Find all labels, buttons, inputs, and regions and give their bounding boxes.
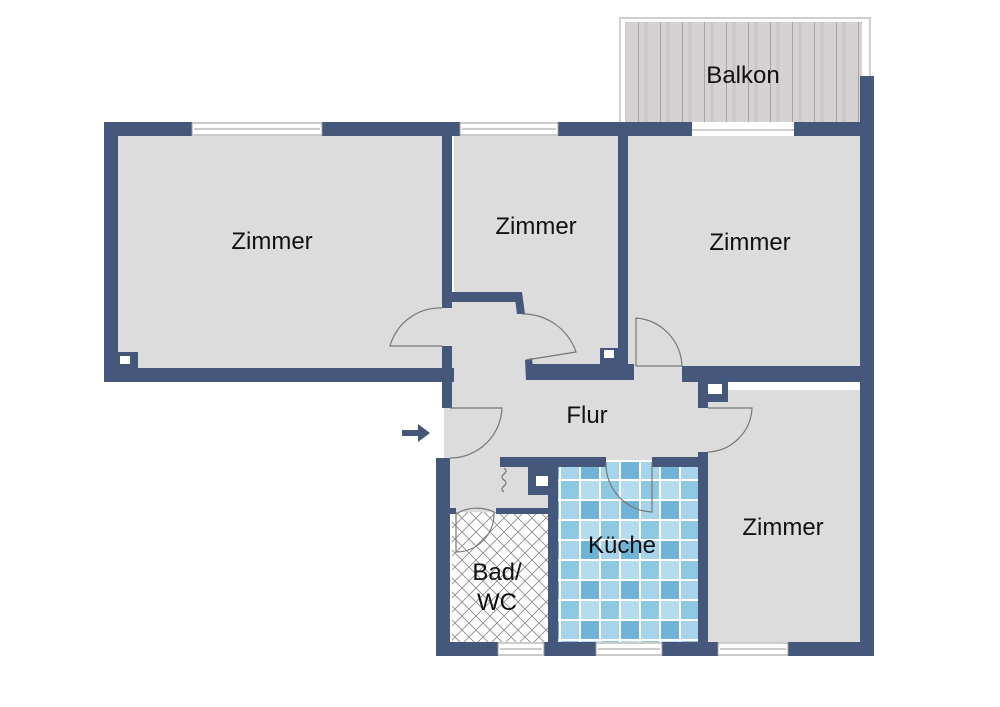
room-label-zimmer-3: Zimmer (709, 229, 791, 256)
room-label-zimmer-1: Zimmer (231, 228, 313, 255)
room-label-bad-line2: WC (477, 589, 517, 616)
entrance-arrow-icon (402, 424, 430, 442)
room-floor-zimmer-1 (118, 136, 444, 368)
walls (104, 76, 874, 656)
room-floor-zimmer-4 (706, 390, 860, 642)
room-floor-kueche (558, 462, 698, 642)
room-label-bad-wc: Bad/ WC (472, 558, 521, 618)
room-label-kueche: Küche (587, 532, 657, 559)
balcony-floor (625, 22, 862, 122)
doors (389, 307, 753, 553)
room-label-bad-line1: Bad/ (472, 559, 522, 586)
room-floor-bad (452, 512, 548, 642)
room-label-flur: Flur (566, 402, 608, 429)
room-label-zimmer-4: Zimmer (742, 514, 824, 541)
room-label-balkon: Balkon (706, 62, 780, 89)
shafts (120, 350, 722, 486)
windows (191, 122, 789, 656)
room-label-zimmer-2: Zimmer (495, 213, 577, 240)
